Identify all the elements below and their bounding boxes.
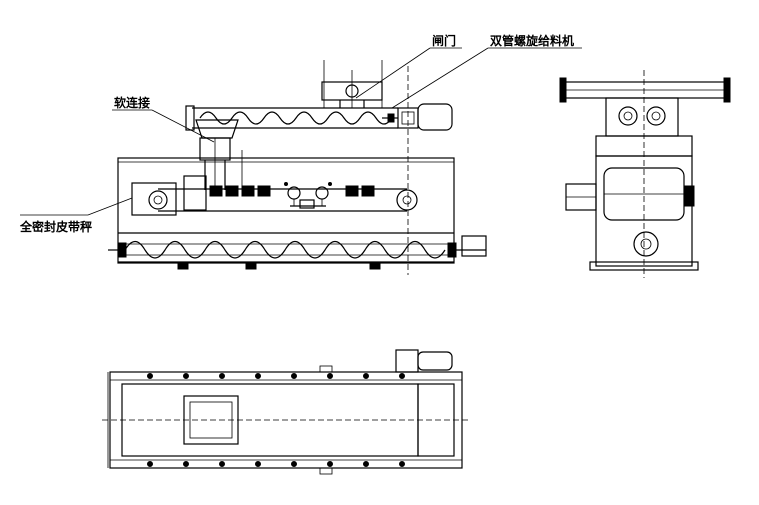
leader-soft-connection xyxy=(151,109,215,143)
side-view xyxy=(559,70,731,278)
label-sealed-belt-scale: 全密封皮带秤 xyxy=(20,220,93,234)
double-screw-feeder xyxy=(185,103,453,131)
lower-screw xyxy=(117,232,457,263)
head-drum xyxy=(148,190,168,210)
label-gate: 闸门 xyxy=(432,34,457,48)
plan-view-bolts xyxy=(147,373,405,467)
tail-drum xyxy=(396,189,418,211)
leader-sealed-belt-scale xyxy=(87,197,133,216)
plan-view xyxy=(102,349,470,475)
leader-double-screw-feeder xyxy=(391,47,489,109)
front-view-housing xyxy=(117,157,455,264)
gate-valve xyxy=(321,60,383,108)
leader-gate xyxy=(355,47,431,99)
label-soft-connection: 软连接 xyxy=(114,96,151,110)
inlet-chute xyxy=(195,119,243,190)
belt-scale xyxy=(131,175,418,216)
front-view xyxy=(20,47,582,275)
label-double-screw-feeder: 双管螺旋给料机 xyxy=(490,34,575,48)
